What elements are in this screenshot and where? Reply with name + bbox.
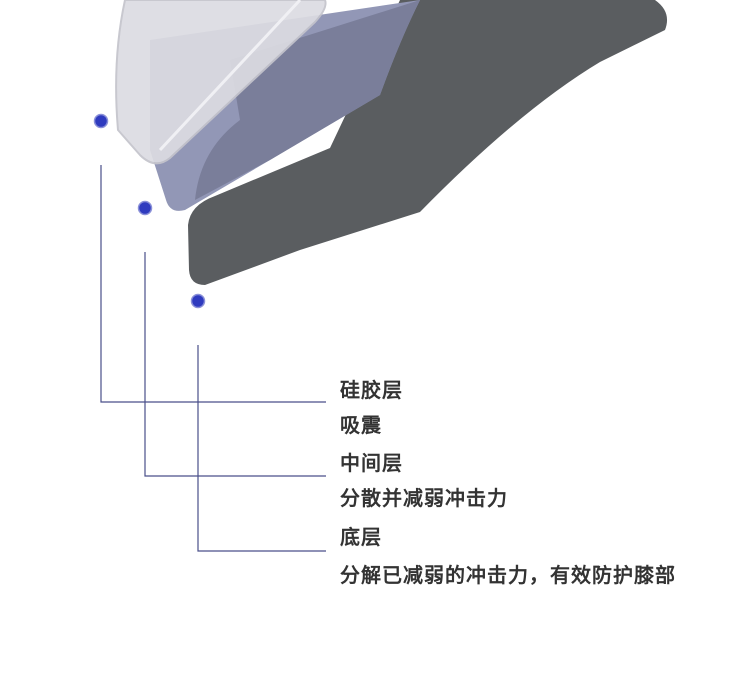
layer-desc-middle: 分散并减弱冲击力 <box>340 486 508 510</box>
leader-line-bottom <box>197 345 326 552</box>
layer-desc-bottom: 分解已减弱的冲击力，有效防护膝部 <box>340 563 676 587</box>
marker-dot-silicone <box>93 113 109 129</box>
middle-layer-dark-face <box>195 0 420 200</box>
marker-dot-bottom <box>190 293 206 309</box>
layer-name-silicone: 硅胶层 <box>340 378 403 402</box>
bottom-layer-shape <box>188 0 668 285</box>
silicone-layer-shape <box>115 0 327 165</box>
layer-name-bottom: 底层 <box>340 525 382 549</box>
layer-desc-silicone: 吸震 <box>340 413 382 437</box>
leader-line-middle <box>144 252 326 477</box>
marker-dot-middle <box>137 200 153 216</box>
silicone-inner-edge <box>158 0 302 152</box>
leader-line-silicone <box>100 165 326 403</box>
layer-name-middle: 中间层 <box>340 451 403 475</box>
